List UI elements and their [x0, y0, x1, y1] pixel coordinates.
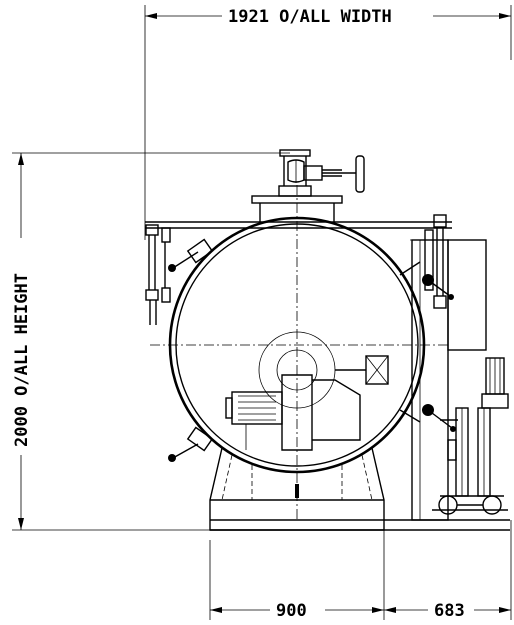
overall-width-label: 1921 O/ALL WIDTH — [228, 7, 392, 27]
burner-assembly — [225, 331, 389, 451]
boiler-shell — [168, 216, 426, 474]
bottom-dimensions: 900 683 — [209, 520, 512, 621]
overall-height-dimension: 2000 O/ALL HEIGHT — [12, 152, 290, 531]
overall-width-dimension: 1921 O/ALL WIDTH — [144, 5, 512, 240]
side-width-label: 683 — [434, 601, 465, 621]
support-base — [209, 447, 510, 531]
base-width-label: 900 — [276, 601, 307, 621]
centre-lines — [150, 185, 450, 520]
steam-valve — [251, 149, 365, 222]
left-gauge-glass — [145, 224, 171, 325]
door-handles — [168, 238, 456, 462]
right-gauge-glass — [410, 214, 487, 351]
feed-pump-set — [411, 239, 509, 521]
overall-height-label: 2000 O/ALL HEIGHT — [12, 273, 32, 447]
top-frame — [145, 221, 452, 229]
